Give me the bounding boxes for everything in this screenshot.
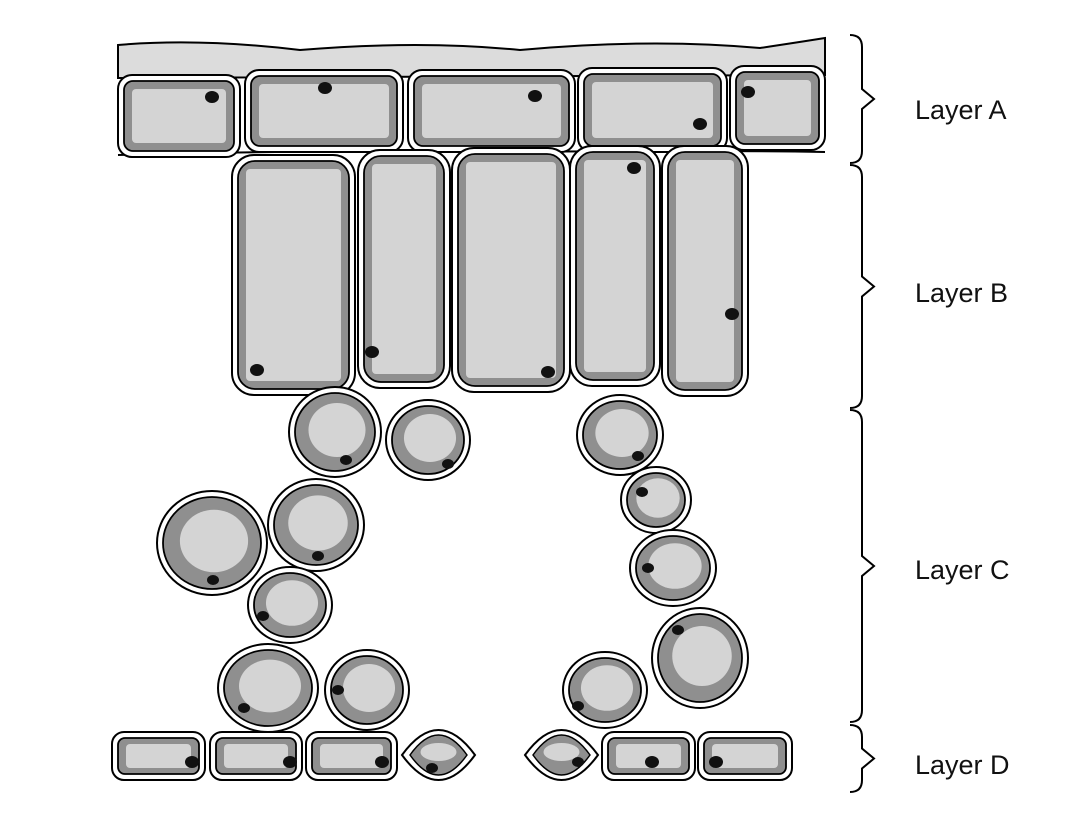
- palisade-cell-0-vacuole: [246, 169, 341, 381]
- layer-a-label: Layer A: [915, 95, 1007, 125]
- spongy-cell-0-nucleus: [340, 455, 352, 465]
- palisade-cell-4-nucleus: [725, 308, 739, 320]
- guard-cell-right-nucleus: [572, 757, 584, 767]
- epidermis-cell-4-nucleus: [741, 86, 755, 98]
- lower-epidermis-cell-3-vacuole: [616, 744, 681, 768]
- guard-cell-right-vacuole: [543, 743, 580, 761]
- lower-epidermis-cell-1-nucleus: [283, 756, 297, 768]
- spongy-cell-2-nucleus: [632, 451, 644, 461]
- spongy-cell-7-nucleus: [642, 563, 654, 573]
- guard-cell-left-vacuole: [420, 743, 457, 761]
- lower-epidermis-cell-0-nucleus: [185, 756, 199, 768]
- lower-epidermis-cell-2-vacuole: [320, 744, 383, 768]
- epidermis-cell-3-vacuole: [592, 82, 713, 138]
- spongy-cell-11-vacuole: [580, 665, 634, 711]
- spongy-cell-9-nucleus: [238, 703, 250, 713]
- palisade-cell-3-nucleus: [627, 162, 641, 174]
- spongy-cell-3-vacuole: [179, 509, 249, 573]
- spongy-cell-4-nucleus: [312, 551, 324, 561]
- palisade-cell-0-nucleus: [250, 364, 264, 376]
- spongy-cell-8-vacuole: [672, 626, 732, 686]
- palisade-cell-2-nucleus: [541, 366, 555, 378]
- spongy-cell-2-vacuole: [595, 409, 649, 457]
- brace-layer-c: [849, 409, 876, 723]
- epidermis-cell-1-nucleus: [318, 82, 332, 94]
- spongy-cell-10-vacuole: [342, 664, 396, 712]
- spongy-cell-1-vacuole: [403, 414, 457, 462]
- spongy-cell-3-nucleus: [207, 575, 219, 585]
- guard-cell-left-nucleus: [426, 763, 438, 773]
- palisade-cell-2-vacuole: [466, 162, 556, 378]
- palisade-cell-4-vacuole: [676, 160, 734, 382]
- lower-epidermis-cell-0-vacuole: [126, 744, 191, 768]
- layer-d-label: Layer D: [915, 750, 1010, 780]
- spongy-cell-5-vacuole: [265, 580, 319, 626]
- spongy-cell-9-vacuole: [239, 659, 301, 713]
- palisade-cell-1-nucleus: [365, 346, 379, 358]
- palisade-cell-3-vacuole: [584, 160, 646, 372]
- brace-layer-d: [849, 724, 876, 793]
- spongy-cell-1-nucleus: [442, 459, 454, 469]
- lower-epidermis-cell-4-vacuole: [712, 744, 778, 768]
- spongy-cell-10-nucleus: [332, 685, 344, 695]
- layer-b-label: Layer B: [915, 278, 1009, 308]
- lower-epidermis-cell-3-nucleus: [645, 756, 659, 768]
- spongy-cell-5-nucleus: [257, 611, 269, 621]
- spongy-cell-4-vacuole: [288, 495, 348, 551]
- brace-layer-b: [849, 164, 876, 409]
- epidermis-cell-1-vacuole: [259, 84, 389, 138]
- spongy-cell-11-nucleus: [572, 701, 584, 711]
- spongy-cell-6-vacuole: [636, 478, 680, 518]
- epidermis-cell-4-vacuole: [744, 80, 811, 136]
- lower-epidermis-cell-4-nucleus: [709, 756, 723, 768]
- epidermis-cell-3-nucleus: [693, 118, 707, 130]
- epidermis-cell-0-nucleus: [205, 91, 219, 103]
- epidermis-cell-2-vacuole: [422, 84, 561, 138]
- spongy-cell-0-vacuole: [308, 403, 366, 457]
- spongy-cell-6-nucleus: [636, 487, 648, 497]
- palisade-cell-1-vacuole: [372, 164, 436, 374]
- lower-epidermis-cell-2-nucleus: [375, 756, 389, 768]
- layer-c-label: Layer C: [915, 555, 1010, 585]
- brace-layer-a: [849, 34, 876, 164]
- lower-epidermis-cell-1-vacuole: [224, 744, 288, 768]
- epidermis-cell-2-nucleus: [528, 90, 542, 102]
- spongy-cell-7-vacuole: [648, 543, 702, 589]
- spongy-cell-8-nucleus: [672, 625, 684, 635]
- epidermis-cell-0-vacuole: [132, 89, 226, 143]
